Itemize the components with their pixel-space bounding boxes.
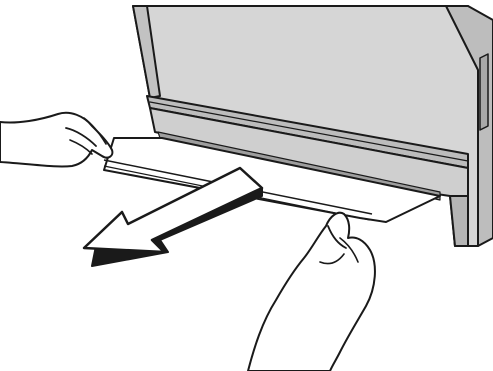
right-hand [248, 213, 375, 371]
printer-side-handle [480, 54, 488, 130]
cassette-right-edge [450, 196, 468, 246]
right-hand-icon [248, 213, 375, 371]
left-hand-icon [0, 113, 112, 167]
left-hand [0, 113, 112, 167]
